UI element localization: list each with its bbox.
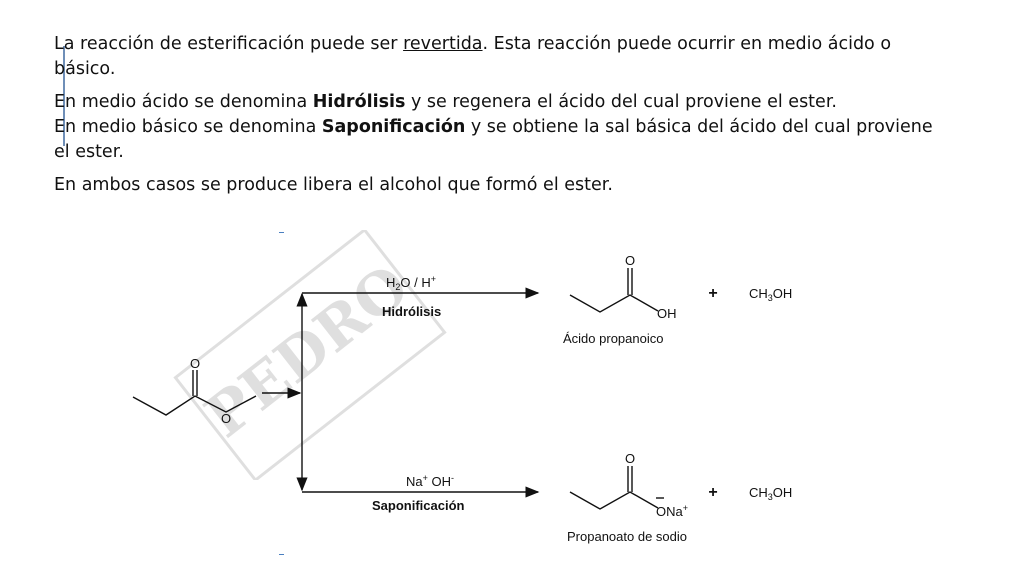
salt-ona-label: ONa+ — [656, 503, 688, 519]
watermark-logo: PEDRO — [173, 230, 447, 480]
paragraph-1: La reacción de esterificación puede ser … — [54, 32, 934, 82]
saponification-label: Saponificación — [372, 498, 465, 513]
selection-handle-top — [279, 232, 284, 233]
salt-name: Propanoato de sodio — [567, 529, 687, 544]
p2-line1-post: y se regenera el ácido del cual proviene… — [405, 92, 837, 112]
salt-skeleton — [569, 491, 659, 510]
paragraph-2: En medio ácido se denomina Hidrólisis y … — [54, 90, 934, 165]
revertida-link[interactable]: revertida — [403, 34, 483, 54]
saponification-reagent: Na+ OH- — [406, 473, 454, 489]
p1-text-end: . Esta reacción puede ocurrir en medio á… — [54, 34, 892, 79]
ester-o2-label: O — [221, 411, 231, 426]
p2-line2-pre: En medio básico se denomina — [54, 117, 322, 137]
acid-name: Ácido propanoico — [563, 331, 663, 346]
acid-skeleton — [569, 294, 659, 313]
hidrolisis-term: Hidrólisis — [312, 92, 406, 112]
selection-handle-bottom — [279, 554, 284, 555]
hydrolysis-label: Hidrólisis — [382, 304, 441, 319]
salt-o-label: O — [625, 451, 635, 466]
p2-line1-pre: En medio ácido se denomina — [54, 92, 313, 112]
methanol-top: CH3OH — [749, 286, 792, 303]
acid-oh-label: OH — [657, 306, 677, 321]
p2-line2-post: y se obtiene la sal básica del ácido del… — [54, 117, 933, 162]
text-cursor — [63, 46, 65, 146]
plus-sign-bottom: + — [708, 484, 717, 501]
plus-sign-top: + — [708, 285, 717, 302]
ester-skeleton — [132, 395, 257, 416]
paragraph-3: En ambos casos se produce libera el alco… — [54, 175, 613, 195]
ester-o-label: O — [190, 356, 200, 371]
hydrolysis-reagent: H2O / H+ — [386, 274, 436, 292]
saponificacion-term: Saponificación — [321, 117, 466, 137]
methanol-bottom: CH3OH — [749, 485, 792, 502]
slide-text: La reacción de esterificación puede ser … — [54, 32, 934, 206]
acid-o-label: O — [625, 253, 635, 268]
p1-text: La reacción de esterificación puede ser — [54, 34, 404, 54]
